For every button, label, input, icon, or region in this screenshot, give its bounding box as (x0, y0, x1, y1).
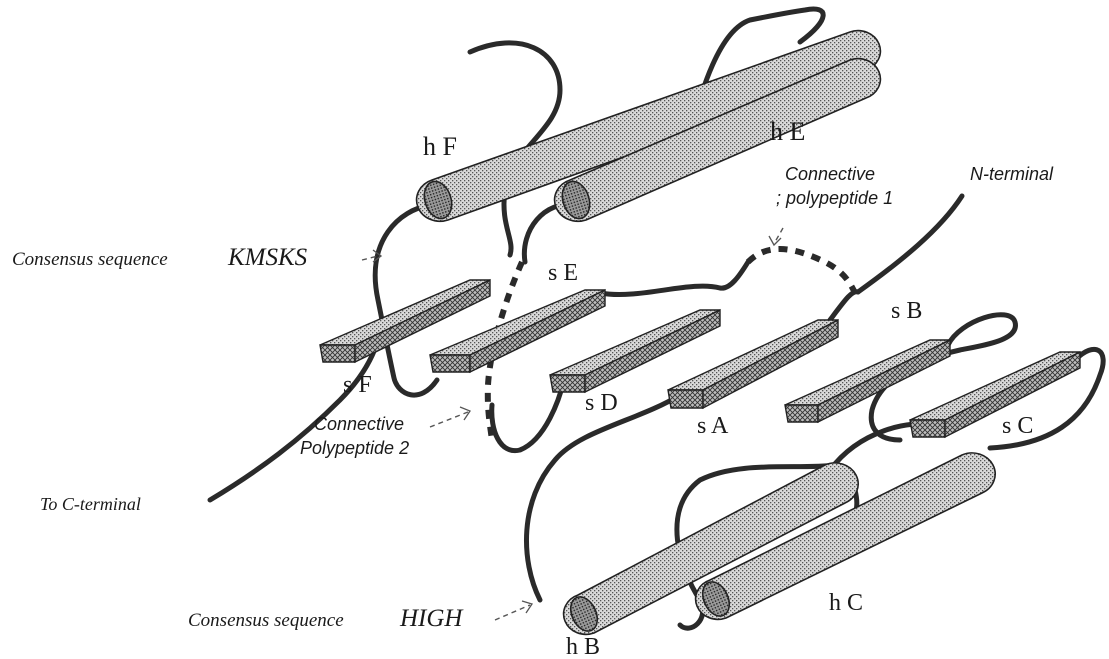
label-hb: h B (566, 634, 600, 659)
label-kmsks-prefix: Consensus sequence (12, 249, 168, 270)
arrow-connective-1 (769, 228, 783, 245)
chain-n-terminal (858, 196, 962, 292)
label-sb: s B (891, 298, 922, 324)
label-sf: s F (343, 372, 372, 398)
arrow-high (495, 601, 532, 620)
chain-se-to-sd (600, 262, 748, 295)
label-hf: h F (423, 132, 457, 161)
label-he: h E (770, 117, 805, 146)
label-high-motif: HIGH (399, 605, 464, 632)
chain-sa-loop (830, 292, 858, 320)
label-high-prefix: Consensus sequence (188, 610, 344, 631)
strand-sc (910, 352, 1080, 437)
label-c-terminal: To C-terminal (40, 494, 141, 514)
label-sd: s D (585, 390, 618, 416)
label-connective-1-line1: Connective (785, 164, 875, 184)
label-n-terminal: N-terminal (970, 164, 1054, 184)
label-connective-2-line2: Polypeptide 2 (300, 438, 409, 458)
label-se: s E (548, 260, 578, 286)
label-sa: s A (697, 413, 729, 439)
connective-polypeptide-1-segment (748, 249, 858, 300)
label-hc: h C (829, 590, 863, 616)
arrow-connective-2 (430, 407, 470, 427)
label-sc: s C (1002, 413, 1033, 439)
label-connective-2-line1: Connective (314, 414, 404, 434)
label-kmsks-motif: KMSKS (227, 244, 308, 271)
label-connective-1-line2: ; polypeptide 1 (776, 188, 893, 208)
